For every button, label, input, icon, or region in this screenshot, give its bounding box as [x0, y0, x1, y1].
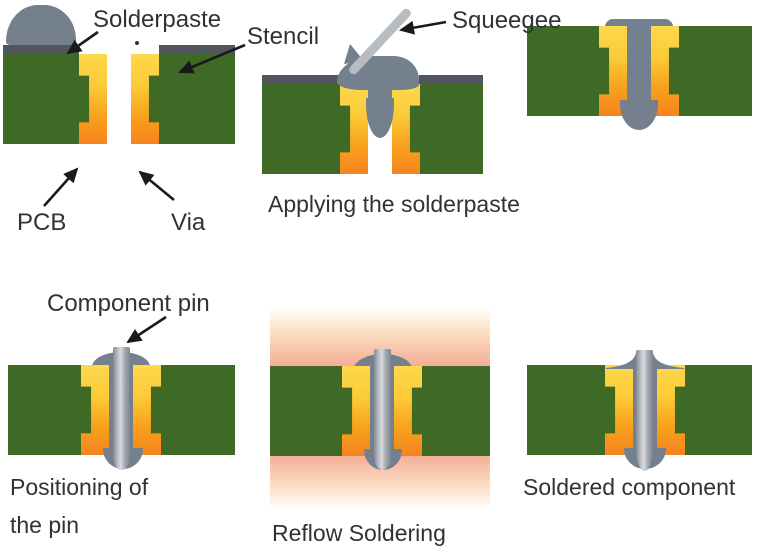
paste-bulge: [620, 100, 658, 130]
label-stencil: Stencil: [247, 23, 320, 50]
stencil-strip-right: [159, 45, 235, 54]
label-squeegee: Squeegee: [452, 7, 562, 34]
panel-reflow-soldering: Reflow Soldering: [264, 305, 498, 554]
component-pin-arrow-icon: [126, 315, 167, 344]
solder-fillet-right: [653, 353, 684, 369]
label-via: Via: [171, 209, 206, 236]
solder-fillet-left: [606, 353, 636, 369]
component-pin: [113, 347, 130, 470]
panel-stencil-on-pcb: [0, 0, 245, 185]
panel-paste-deposited: [527, 0, 768, 140]
caption-reflow: Reflow Soldering: [272, 520, 446, 546]
via-hole: [107, 54, 131, 144]
stray-dot: [135, 41, 139, 45]
caption-positioning-line2: the pin: [10, 512, 80, 538]
caption-positioning-line1: Positioning of: [10, 474, 149, 500]
label-pcb: PCB: [17, 209, 67, 236]
panel-pin-positioning: Positioning of the pin: [0, 340, 250, 554]
caption-applying: Applying the solderpaste: [268, 191, 520, 217]
caption-soldered: Soldered component: [523, 474, 736, 500]
label-component-pin: Component pin: [47, 290, 210, 317]
stencil-strip-left: [262, 75, 341, 84]
solderpaste-blob: [6, 5, 76, 45]
component-pin: [374, 349, 391, 470]
panel-applying-solderpaste: Applying the solderpaste: [262, 0, 520, 217]
stencil-strip-right: [419, 75, 483, 84]
solder-fillets: [606, 353, 684, 369]
stencil-strip-left: [3, 45, 79, 54]
component-pin: [636, 350, 653, 471]
label-solderpaste: Solderpaste: [93, 6, 222, 33]
panel-soldered-component: Soldered component: [523, 340, 768, 515]
